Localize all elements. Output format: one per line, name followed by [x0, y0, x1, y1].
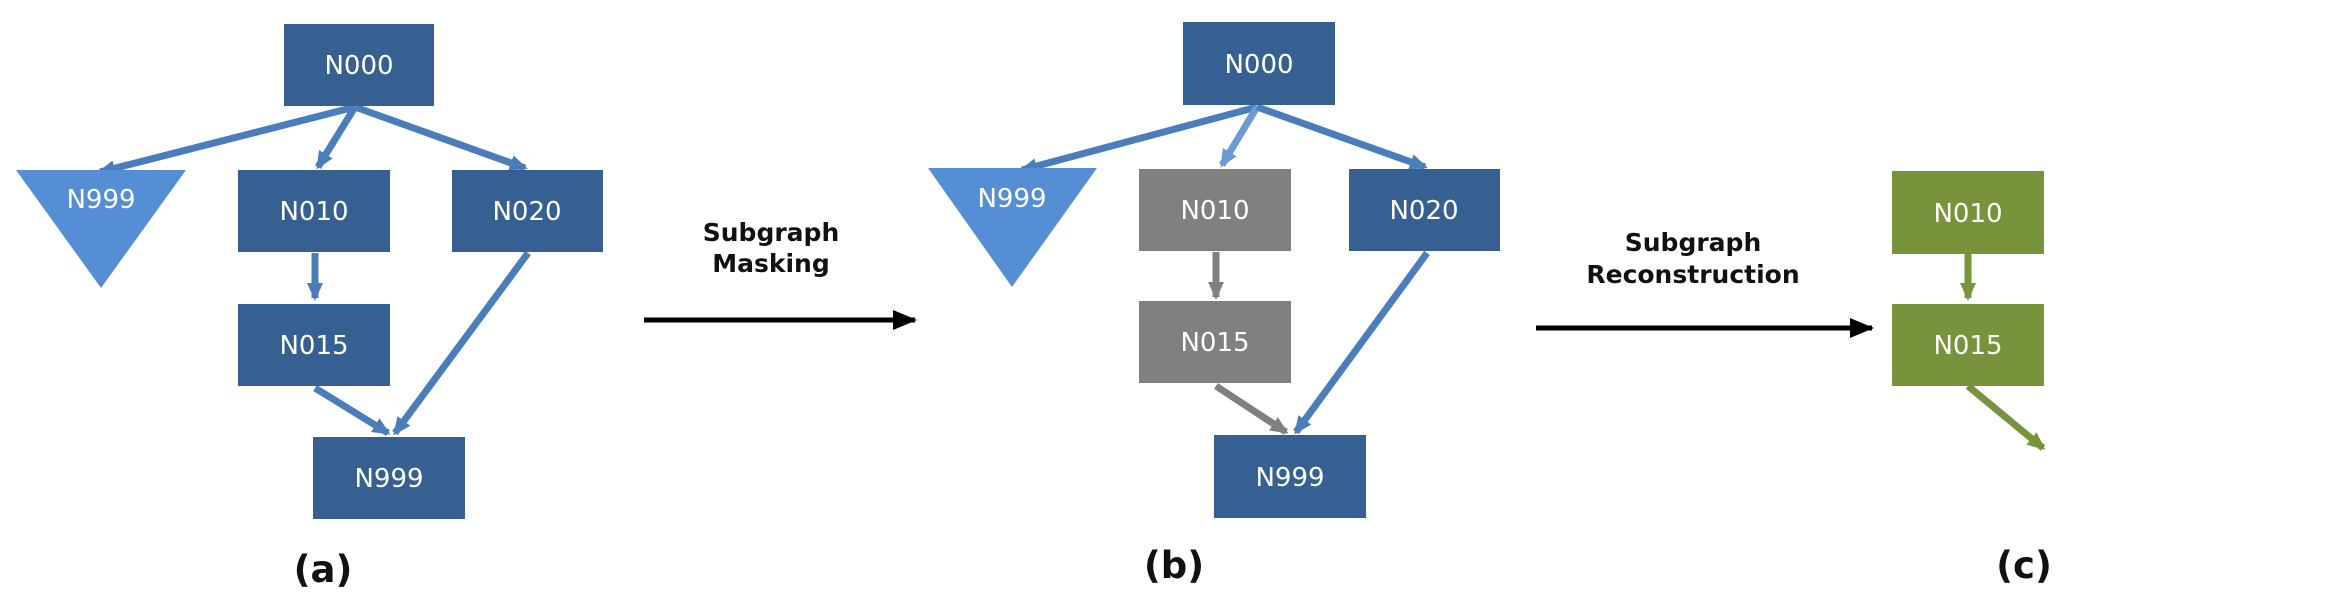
node-label: N015 — [1933, 331, 2002, 361]
edge-n000-to-n020 — [1255, 103, 1428, 171]
panel-label-a: (a) — [294, 548, 353, 591]
node-label: N999 — [354, 464, 423, 494]
node-n020: N020 — [452, 170, 603, 252]
node-n999: N999 — [313, 437, 465, 519]
node-label: N020 — [1389, 196, 1458, 226]
panel-label-c: (c) — [1996, 544, 2052, 587]
edge-n020-to-n999 — [1293, 250, 1430, 435]
edge-n000-to-n020 — [353, 103, 528, 172]
edge-n000-to-n010 — [1219, 105, 1260, 168]
edge-n015-outgoing — [1965, 383, 2046, 451]
node-n010-masked: N010 — [1139, 169, 1291, 251]
edge-n020-to-n999 — [392, 250, 531, 436]
node-label: N000 — [1224, 50, 1293, 80]
node-label: N999 — [977, 184, 1046, 214]
step-label-line1: Subgraph — [1625, 228, 1762, 257]
node-label: N010 — [1933, 199, 2002, 229]
edge-n015-to-n999 — [1214, 383, 1289, 435]
node-label: N010 — [1180, 196, 1249, 226]
edge-n000-to-n999-triangle — [97, 103, 356, 177]
node-n010-reconstructed: N010 — [1892, 171, 2044, 254]
node-label: N999 — [1255, 463, 1324, 493]
node-n000: N000 — [1183, 22, 1335, 105]
edge-n000-to-n999-triangle — [1019, 103, 1258, 174]
node-label: N999 — [66, 185, 135, 215]
edge-n000-to-n010 — [315, 105, 358, 170]
step-label-line1: Subgraph — [703, 218, 840, 247]
step-subgraph-masking: Subgraph Masking — [644, 218, 917, 330]
panel-c: N010 N015 (c) — [1892, 171, 2052, 587]
node-n010: N010 — [238, 170, 390, 252]
step-subgraph-reconstruction: Subgraph Reconstruction — [1536, 228, 1874, 338]
panel-label-b: (b) — [1144, 544, 1204, 587]
node-n015-reconstructed: N015 — [1892, 304, 2044, 386]
edge-n015-to-n999 — [313, 385, 391, 436]
node-label: N020 — [492, 197, 561, 227]
node-n999: N999 — [1214, 435, 1366, 518]
node-label: N000 — [324, 51, 393, 81]
node-label: N015 — [279, 331, 348, 361]
panel-b: N000 N999 N010 N020 N015 N999 (b) — [928, 22, 1500, 587]
node-n015: N015 — [238, 304, 390, 386]
step-label-line2: Masking — [712, 249, 830, 278]
node-n015-masked: N015 — [1139, 301, 1291, 383]
step-label-line2: Reconstruction — [1586, 260, 1799, 289]
node-label: N010 — [279, 197, 348, 227]
node-n000: N000 — [284, 24, 434, 106]
node-n999-triangle: N999 — [16, 170, 186, 288]
node-n020: N020 — [1349, 169, 1500, 251]
panel-a: N000 N999 N010 N020 N015 N999 (a) — [16, 24, 603, 591]
node-label: N015 — [1180, 328, 1249, 358]
node-n999-triangle: N999 — [928, 168, 1097, 287]
